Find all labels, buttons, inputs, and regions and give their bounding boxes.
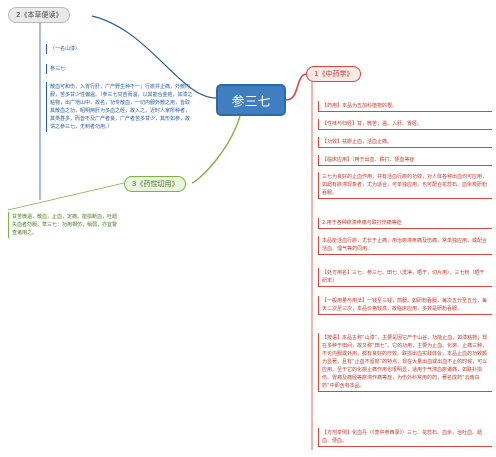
green-note-body: 甘苦微温，散血，止血，定痛。能损断血，吐衄失血者勿服。草三七：功用相仿，稍弱，亦…: [8, 212, 120, 238]
right-note-source: 【药用】本品为五加科植物的根。: [318, 101, 492, 112]
right-note-commentary: 【按语】本品古称“山漆”，主要是因它产于山谷，功能止血，如漆粘物；现在多种于田间…: [318, 333, 492, 392]
branch-bencao-bianfu[interactable]: 2《本草便读》: [8, 7, 71, 23]
branch-label: 3《药性切用》: [132, 180, 179, 188]
right-note-bleeding: 三七为良好的止血作用，并有活血行瘀的功效，对人体各种出血均可应用，如衄有瘀滞现象…: [318, 172, 492, 199]
central-topic[interactable]: 参三七: [216, 84, 286, 116]
central-topic-label: 参三七: [231, 94, 271, 110]
right-note-pain-heading: 2.用于各种瘀滞疼痛与跌打伤痛等症: [318, 218, 492, 229]
left-note-name: 参三七: [46, 64, 196, 74]
branch-label: 2《本草便读》: [16, 11, 63, 19]
right-note-nature: 【性味与归经】甘，微苦，温。入肝、胃经。: [318, 119, 492, 130]
right-note-effect: 【功效】祛瘀止血，活血止痛。: [318, 137, 492, 148]
right-note-clinical: 【临床应用】（用于出血、跌打、便血等症: [318, 155, 492, 166]
right-note-dosage: 【一般用量与用法】一钱至三钱，煎服。如研粉吞服，每次五分至五分，每天二次至三次，…: [318, 296, 492, 315]
right-note-pain-body: 本品能活血行瘀，尤长于止痛，用治瘀滞疼痛及伤痛，常单独应用，或配合活血、理气等药…: [318, 236, 492, 255]
branch-zhongyaoxue[interactable]: 1《中药学》: [306, 66, 362, 82]
right-note-names: 【处方用名】三七、参三七、田七（洗净，晒干，切片用）、三七粉（晒干研末）: [318, 268, 492, 287]
branch-label: 1《中药学》: [314, 70, 354, 78]
branch-yaoxing-qieyong[interactable]: 3《药性切用》: [124, 176, 187, 192]
left-note-body: 散血可和伤，入胃行肝，广产野生种不一；行瘀并止痛，外敷内服，苦多甘少性偏温。（参…: [46, 82, 196, 132]
left-note-alias: （一名山漆）: [46, 44, 196, 54]
right-note-formula: 【方剂举例】化血丹（《衷中参西录》）三七、花蕊石、血余，治吐血、衄血、便血。: [318, 428, 492, 447]
